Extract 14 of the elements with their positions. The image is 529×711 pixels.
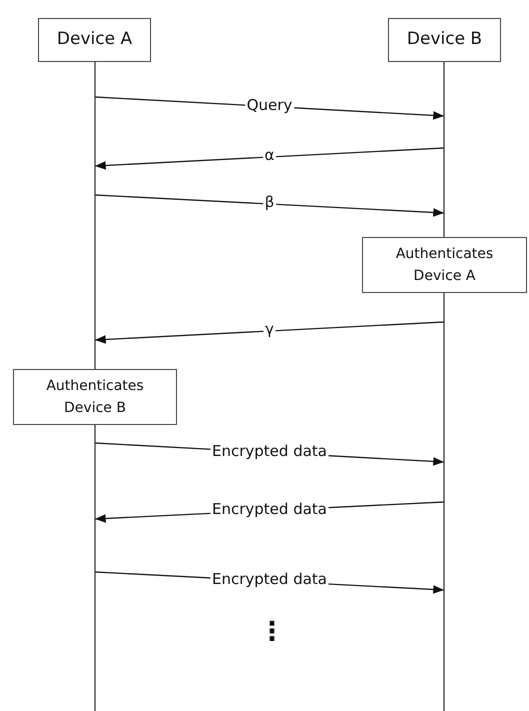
edge-label: Encrypted data [210, 500, 329, 518]
edge-label: Query [244, 96, 294, 114]
box-text: Device A [56, 28, 134, 52]
edge-label: Encrypted data [210, 442, 329, 460]
box-text: Authenticates Device B [45, 376, 145, 418]
box-text: Authenticates Device A [394, 244, 494, 286]
process-box [13, 369, 177, 425]
process-box [362, 237, 527, 293]
message-arrow [94, 147, 444, 170]
message-arrow [94, 194, 444, 217]
edge-label: Encrypted data [210, 570, 329, 588]
message-arrow [94, 321, 444, 344]
box-text: Device B [406, 28, 484, 52]
edge-label: β [262, 193, 276, 211]
